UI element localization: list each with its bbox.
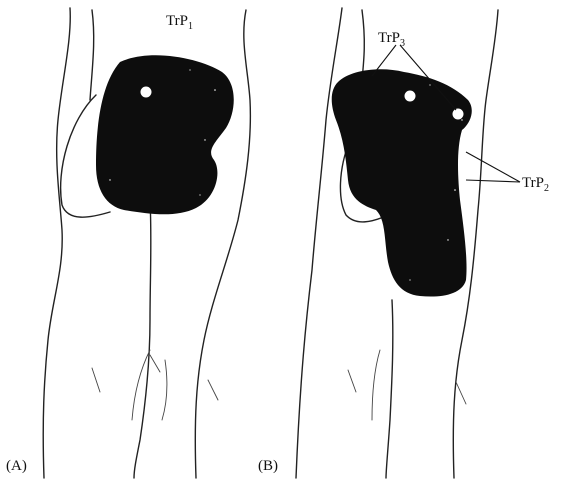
panel-a-inner-leg <box>134 200 151 478</box>
panel-a-trp1-sub: 1 <box>188 21 193 32</box>
panel-b-trp2-label: TrP2 <box>522 175 549 194</box>
panel-a-knee-crease <box>162 360 167 420</box>
panel-b-trp2-leader-bottom <box>466 180 520 182</box>
panel-b-trigger-point-3-dot <box>405 91 415 101</box>
panel-a: TrP1 (A) <box>6 8 250 478</box>
panel-b-trp2-main: TrP <box>522 175 544 191</box>
panel-a-pain-area <box>96 55 234 214</box>
panel-b-calf-mark-1 <box>348 370 356 392</box>
panel-a-body-outline-left <box>43 8 70 478</box>
panel-b-knee-line <box>372 350 380 420</box>
panel-b-trp3-label: TrP3 <box>378 30 405 49</box>
panel-b-calf-mark-2 <box>456 382 466 404</box>
panel-b-trp2-leader-top <box>466 152 520 182</box>
panel-b-label: (B) <box>258 458 278 474</box>
panel-b-trigger-point-2-dot <box>453 109 463 119</box>
panel-b-trp3-sub: 3 <box>400 38 405 49</box>
panel-a-trp1-main: TrP <box>166 13 188 29</box>
panel-a-calf-mark-1 <box>92 368 100 392</box>
panel-a-back-line <box>90 10 94 100</box>
panel-b-body-outline-left <box>296 8 342 478</box>
panel-b-trp3-main: TrP <box>378 30 400 46</box>
panel-b-trp2-sub: 2 <box>544 183 549 194</box>
panel-a-label: (A) <box>6 458 27 474</box>
panel-b-back-line <box>362 10 364 80</box>
panel-a-trp1-label: TrP1 <box>166 13 193 32</box>
panel-b-inner-leg <box>386 300 393 478</box>
panel-b: TrP3 TrP2 (B) <box>258 8 549 478</box>
panel-a-calf-mark-3 <box>150 355 160 372</box>
panel-a-calf-mark-2 <box>208 380 218 400</box>
panel-a-trigger-point-1-dot <box>141 87 151 97</box>
